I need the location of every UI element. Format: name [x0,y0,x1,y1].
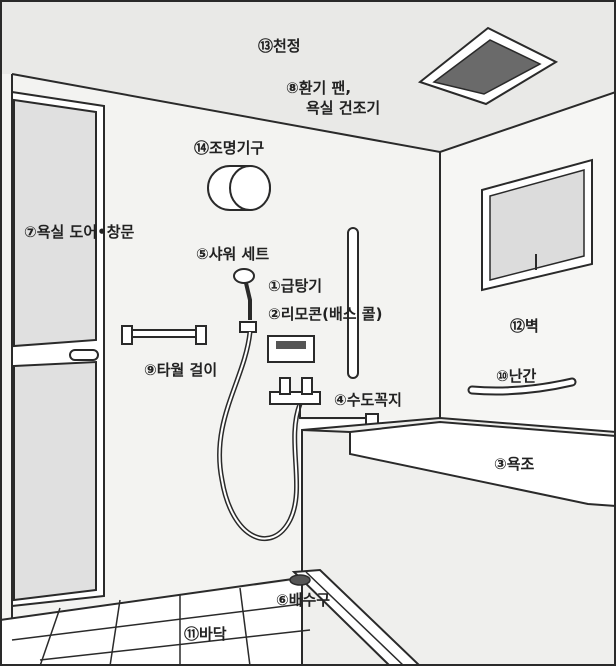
shower-set [217,268,303,542]
back-wall [0,74,440,620]
floor [0,568,422,666]
label-water-heater: ①급탕기 [268,277,323,295]
label-ventilation-fan-line1: ⑧환기 팬, [286,79,352,97]
ceiling [0,0,616,152]
ventilation-fan [417,26,559,106]
label-floor: ⑪바닥 [184,625,227,643]
towel-bar [121,325,207,345]
water-heater-remote [267,335,315,363]
label-shower-set: ⑤샤워 세트 [196,245,270,263]
bathroom-door [11,90,105,608]
label-remote: ②리모콘(배스 콜) [268,305,383,323]
label-faucet: ④수도꼭지 [334,391,402,409]
label-bathtub: ③욕조 [494,455,535,473]
label-handrail: ⑩난간 [496,367,537,385]
label-ventilation-fan: ⑧환기 팬, 욕실 건조기 [282,78,402,118]
label-ventilation-fan-line2: 욕실 건조기 [306,99,381,117]
label-drain: ⑥배수구 [276,591,331,609]
ceiling-light [207,165,271,211]
label-door-window: ⑦욕실 도어•창문 [24,223,135,241]
label-towel-bar: ⑨타월 걸이 [144,361,218,379]
grab-bar [347,227,359,379]
bathtub [301,416,616,666]
label-wall: ⑫벽 [510,317,539,335]
window [481,158,593,292]
label-light: ⑭조명기구 [194,139,265,157]
handrail [467,377,577,396]
label-ceiling: ⑬천정 [258,37,301,55]
